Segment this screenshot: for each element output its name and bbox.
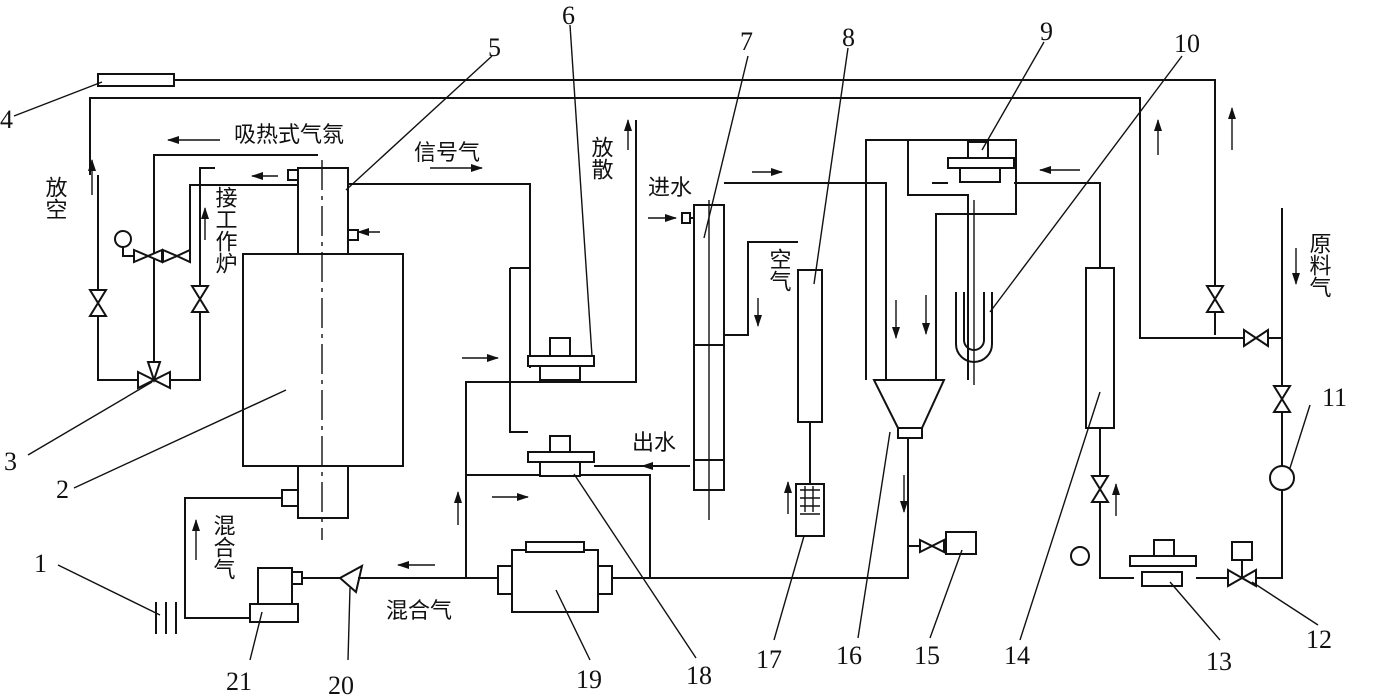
filter-17 [795, 483, 825, 537]
label-endothermic-atmosphere: 吸热式气氛 [234, 123, 344, 148]
column-14 [1070, 267, 1134, 579]
label-8: 8 [842, 23, 855, 52]
label-5: 5 [488, 33, 501, 62]
callout-numbers: 1 2 3 4 5 6 7 8 9 10 11 12 13 14 15 16 1… [0, 1, 1347, 698]
label-10: 10 [1174, 29, 1200, 58]
gauge-15 [945, 531, 977, 555]
gauge-11 [1269, 465, 1295, 491]
label-21: 21 [226, 667, 252, 696]
label-12: 12 [1306, 625, 1332, 654]
label-15: 15 [914, 641, 940, 670]
label-13: 13 [1206, 647, 1232, 676]
reactor-tube-5 [297, 167, 349, 255]
top-pipelines [89, 73, 1282, 339]
label-vent: 放空 [42, 176, 68, 220]
label-mixed-gas-bottom: 混合气 [386, 599, 452, 624]
text-labels: 吸热式气氛 信号气 进水 出水 混合气 放空 放散 接工作炉 空气 混合气 原料… [42, 123, 1332, 624]
flowmeter-4 [97, 73, 175, 87]
label-signal-gas: 信号气 [414, 141, 480, 166]
label-to-furnace: 接工作炉 [212, 186, 238, 274]
label-17: 17 [756, 645, 782, 674]
label-6: 6 [562, 1, 575, 30]
separator-16 [865, 139, 1017, 555]
pump-13 [1129, 539, 1228, 587]
label-14: 14 [1004, 641, 1030, 670]
label-20: 20 [328, 671, 354, 698]
label-water-in: 进水 [648, 176, 692, 201]
column-8 [795, 269, 825, 537]
u-tube-10 [955, 200, 993, 385]
cooler-7 [681, 182, 887, 520]
label-mixed-gas-left: 混合气 [210, 514, 236, 580]
leader-lines [13, 24, 1319, 661]
label-19: 19 [576, 665, 602, 694]
label-18: 18 [686, 661, 712, 690]
label-7: 7 [740, 27, 753, 56]
gas-generator-2 [242, 160, 404, 540]
label-3: 3 [4, 447, 17, 476]
label-release: 放散 [588, 136, 614, 180]
label-air: 空气 [766, 248, 792, 292]
label-raw-gas: 原料气 [1306, 232, 1332, 298]
label-water-out: 出水 [632, 431, 676, 456]
label-11: 11 [1322, 383, 1347, 412]
label-9: 9 [1040, 17, 1053, 46]
mixed-gas-line [155, 120, 651, 634]
pump-9 [932, 141, 1101, 268]
label-1: 1 [34, 549, 47, 578]
flow-arrows [88, 107, 1300, 569]
label-16: 16 [836, 641, 862, 670]
vent-valve-group-3 [88, 130, 318, 390]
label-2: 2 [56, 475, 69, 504]
pump-6 [348, 183, 595, 381]
raw-gas-line [1205, 208, 1295, 491]
valve-12 [1227, 490, 1283, 588]
label-4: 4 [0, 105, 13, 134]
